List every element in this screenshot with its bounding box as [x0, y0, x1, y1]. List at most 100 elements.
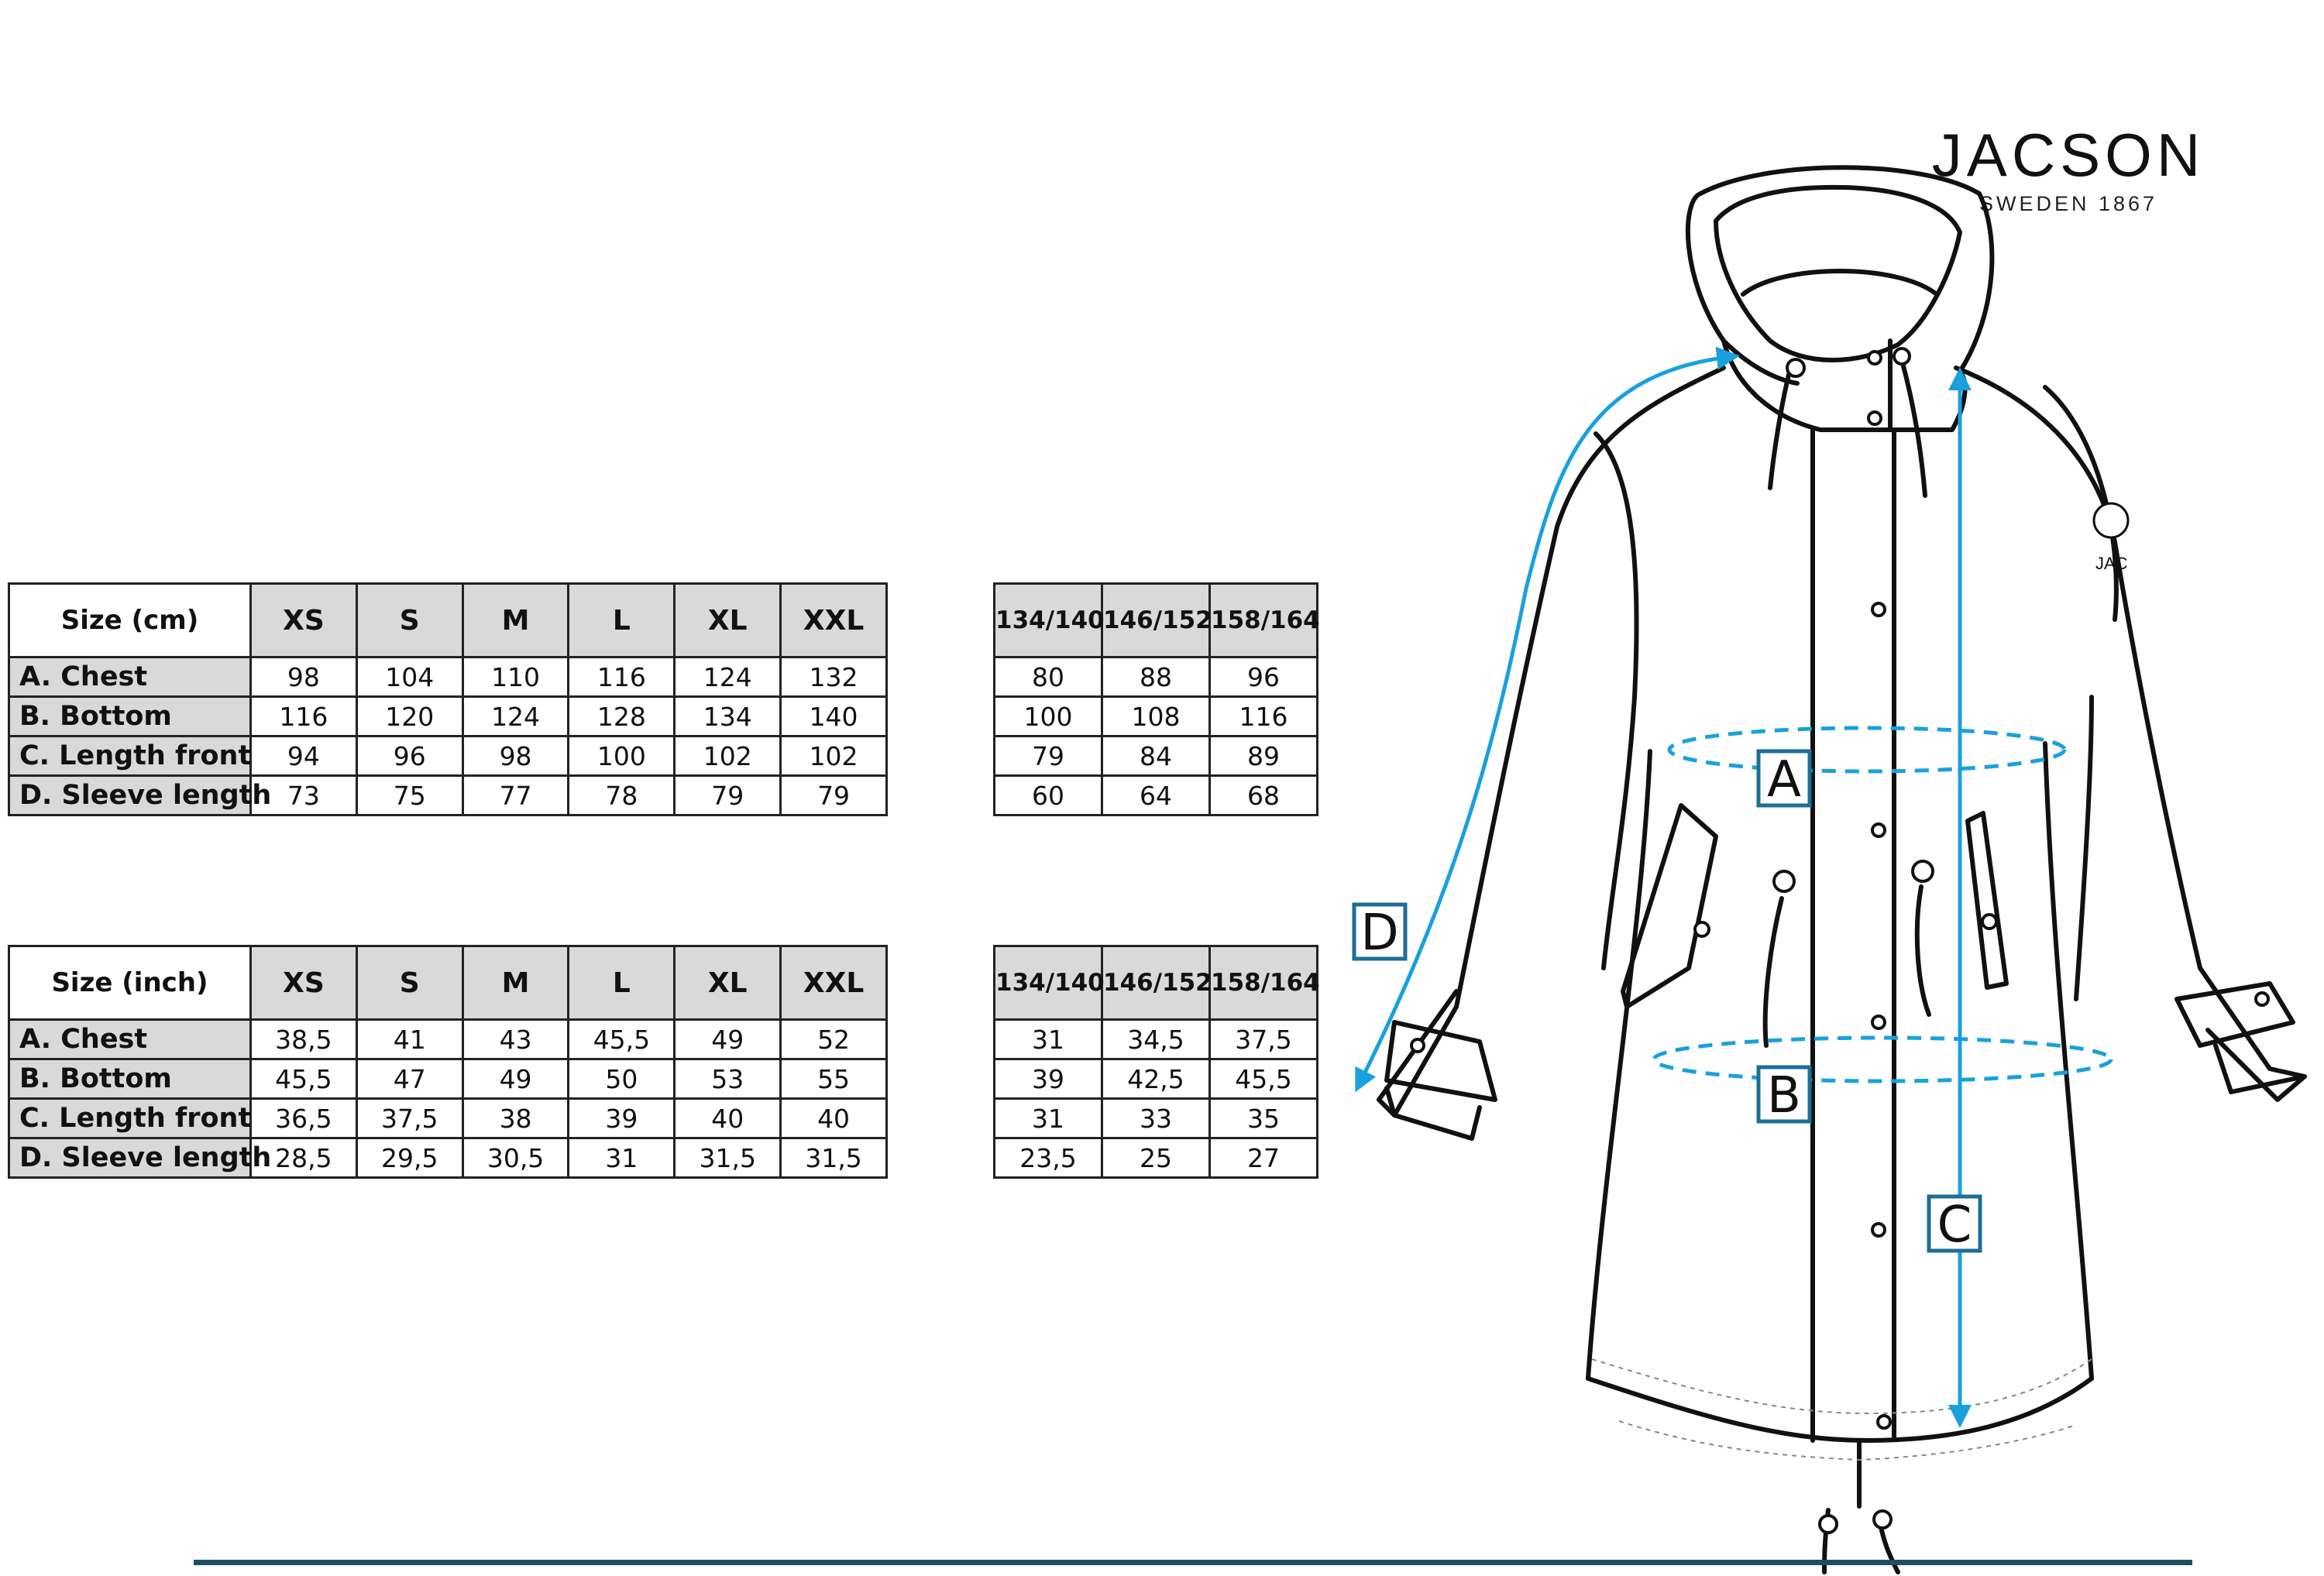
table-header-row: 134/140 146/152 158/164 — [993, 945, 1320, 1021]
table-cell: 98 — [461, 735, 570, 777]
marker-a: A — [1756, 749, 1812, 809]
size-header: L — [567, 582, 676, 658]
table-cell: 79 — [993, 735, 1103, 777]
table-cell: 31 — [993, 1097, 1103, 1139]
table-row: 23,5 25 27 — [993, 1137, 1318, 1179]
size-header: L — [567, 945, 676, 1021]
table-cell: 110 — [461, 656, 570, 698]
table-row: 80 88 96 — [993, 656, 1318, 698]
table-cell: 79 — [673, 774, 782, 816]
table-cell: 40 — [673, 1097, 782, 1139]
table-cell: 34,5 — [1101, 1018, 1211, 1060]
table-row: A. Chest 98 104 110 116 124 132 — [8, 656, 888, 698]
table-header-row: 134/140 146/152 158/164 — [993, 582, 1320, 658]
table-cell: 128 — [567, 695, 676, 737]
row-label: B. Bottom — [8, 1058, 252, 1100]
table-cell: 132 — [779, 656, 888, 698]
table-cell: 49 — [673, 1018, 782, 1060]
bottom-measure-line — [1652, 1035, 2113, 1083]
table-cell: 64 — [1101, 774, 1211, 816]
table-cell: 60 — [993, 774, 1103, 816]
size-header: S — [355, 582, 464, 658]
size-table-cm: Size (cm) XS S M L XL XXL A. Chest 98 10… — [8, 582, 888, 816]
coat-outline — [1377, 165, 2307, 1574]
table-cell: 38 — [461, 1097, 570, 1139]
table-cell: 79 — [779, 774, 888, 816]
sleeve-badge-icon: JAC — [2092, 502, 2130, 573]
size-header: XL — [673, 945, 782, 1021]
size-header: M — [461, 945, 570, 1021]
table-cell: 40 — [779, 1097, 888, 1139]
table-cell: 30,5 — [461, 1137, 570, 1179]
table-row: 79 84 89 — [993, 735, 1318, 777]
table-row: 31 34,5 37,5 — [993, 1018, 1318, 1060]
table-cell: 33 — [1101, 1097, 1211, 1139]
table-cell: 37,5 — [355, 1097, 464, 1139]
footer-rule — [194, 1560, 2192, 1565]
marker-b-label: B — [1767, 1067, 1801, 1124]
sleeve-measure-arrow — [1355, 346, 1740, 1093]
table-cell: 43 — [461, 1018, 570, 1060]
table-row: 31 33 35 — [993, 1097, 1318, 1139]
table-cell: 28,5 — [249, 1137, 358, 1179]
row-label: D. Sleeve length — [8, 1137, 271, 1179]
size-header: 134/140 — [993, 945, 1105, 1021]
table-cell: 35 — [1208, 1097, 1318, 1139]
table-row: C. Length front 94 96 98 100 102 102 — [8, 735, 888, 777]
table-cell: 42,5 — [1101, 1058, 1211, 1100]
marker-a-label: A — [1767, 751, 1801, 809]
table-cell: 45,5 — [1208, 1058, 1318, 1100]
table-cell: 98 — [249, 656, 358, 698]
brand-logo: JACSON SWEDEN 1867 — [1913, 120, 2223, 216]
sleeve-badge-text: JAC — [2095, 554, 2128, 573]
table-cell: 78 — [567, 774, 676, 816]
size-header: XS — [249, 945, 358, 1021]
table-cell: 89 — [1208, 735, 1318, 777]
table-cell: 68 — [1208, 774, 1318, 816]
size-header: XL — [673, 582, 782, 658]
table-cell: 102 — [673, 735, 782, 777]
table-cell: 45,5 — [249, 1058, 358, 1100]
kids-size-table-cm: 134/140 146/152 158/164 80 88 96 100 108… — [993, 582, 1320, 816]
chest-measure-line — [1667, 726, 2067, 774]
row-label: D. Sleeve length — [8, 774, 271, 816]
table-cell: 29,5 — [355, 1137, 464, 1179]
size-header: 158/164 — [1208, 945, 1320, 1021]
table-cell: 39 — [993, 1058, 1103, 1100]
table-cell: 96 — [355, 735, 464, 777]
row-label: C. Length front — [8, 1097, 252, 1139]
size-header: XXL — [779, 945, 888, 1021]
size-header: 146/152 — [1101, 945, 1212, 1021]
table-header-row: Size (inch) XS S M L XL XXL — [8, 945, 888, 1021]
table-row: 60 64 68 — [993, 774, 1318, 816]
size-table-inch: Size (inch) XS S M L XL XXL A. Chest 38,… — [8, 945, 888, 1179]
size-header: S — [355, 945, 464, 1021]
table-row: B. Bottom 45,5 47 49 50 53 55 — [8, 1058, 888, 1100]
table-cell: 31,5 — [779, 1137, 888, 1179]
size-header: 158/164 — [1208, 582, 1320, 658]
table-cell: 31 — [567, 1137, 676, 1179]
measure-labels: A B C D — [1352, 749, 1982, 1254]
table-row: 39 42,5 45,5 — [993, 1058, 1318, 1100]
table-cell: 88 — [1101, 656, 1211, 698]
marker-c-label: C — [1937, 1197, 1972, 1254]
table-row: D. Sleeve length 73 75 77 78 79 79 — [8, 774, 888, 816]
marker-d-label: D — [1360, 905, 1398, 962]
hem-stitching — [1591, 1358, 2092, 1461]
table-row: 100 108 116 — [993, 695, 1318, 737]
size-header: 134/140 — [993, 582, 1105, 658]
table-cell: 55 — [779, 1058, 888, 1100]
table-cell: 116 — [249, 695, 358, 737]
table-cell: 104 — [355, 656, 464, 698]
size-header: 146/152 — [1101, 582, 1212, 658]
table-corner-label: Size (cm) — [8, 582, 252, 658]
table-row: A. Chest 38,5 41 43 45,5 49 52 — [8, 1018, 888, 1060]
table-row: B. Bottom 116 120 124 128 134 140 — [8, 695, 888, 737]
table-cell: 47 — [355, 1058, 464, 1100]
table-cell: 84 — [1101, 735, 1211, 777]
marker-c: C — [1927, 1194, 1982, 1254]
row-label: A. Chest — [8, 1018, 252, 1060]
table-cell: 140 — [779, 695, 888, 737]
marker-d: D — [1352, 902, 1408, 962]
